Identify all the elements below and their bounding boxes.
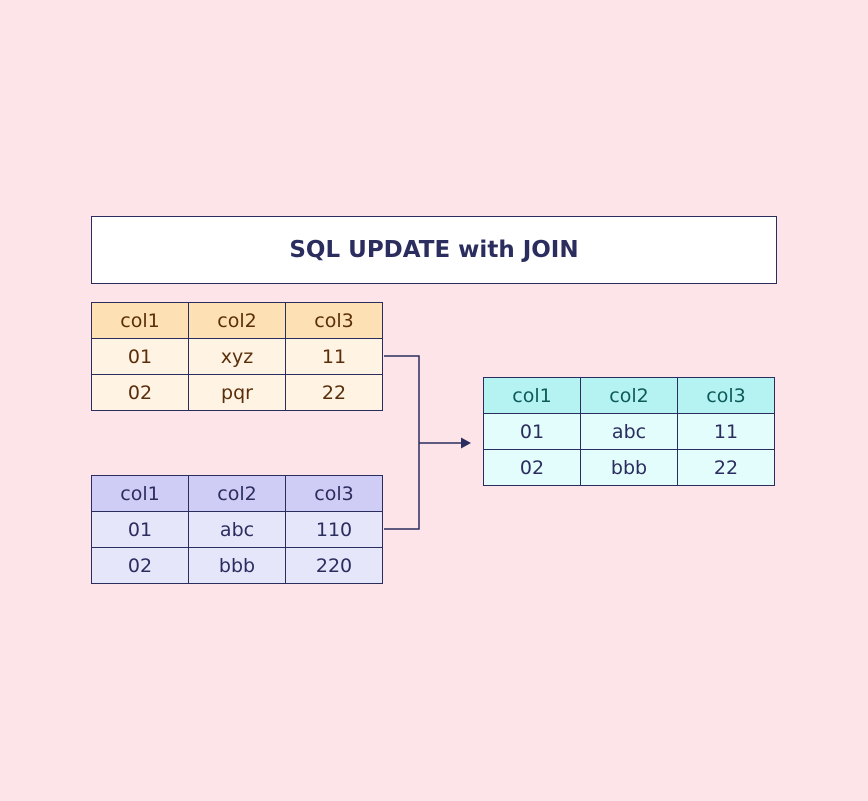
- table-cell: 02: [91, 374, 189, 411]
- table-cell: 02: [483, 449, 581, 486]
- join-connector: [384, 355, 420, 530]
- table-cell: 110: [285, 511, 383, 548]
- header-cell: col2: [188, 475, 286, 512]
- table-cell: 220: [285, 547, 383, 584]
- arrow-head-icon: [461, 437, 471, 449]
- table-cell: 01: [483, 413, 581, 450]
- table-cell: bbb: [580, 449, 678, 486]
- table-cell: abc: [580, 413, 678, 450]
- header-cell: col1: [483, 377, 581, 414]
- header-cell: col3: [285, 302, 383, 339]
- header-cell: col3: [285, 475, 383, 512]
- diagram-title: SQL UPDATE with JOIN: [91, 216, 777, 284]
- header-cell: col2: [188, 302, 286, 339]
- table-cell: 22: [285, 374, 383, 411]
- header-cell: col1: [91, 475, 189, 512]
- table-cell: 11: [677, 413, 775, 450]
- table-cell: abc: [188, 511, 286, 548]
- table-cell: 22: [677, 449, 775, 486]
- table-cell: bbb: [188, 547, 286, 584]
- table-cell: 02: [91, 547, 189, 584]
- header-cell: col3: [677, 377, 775, 414]
- table-cell: pqr: [188, 374, 286, 411]
